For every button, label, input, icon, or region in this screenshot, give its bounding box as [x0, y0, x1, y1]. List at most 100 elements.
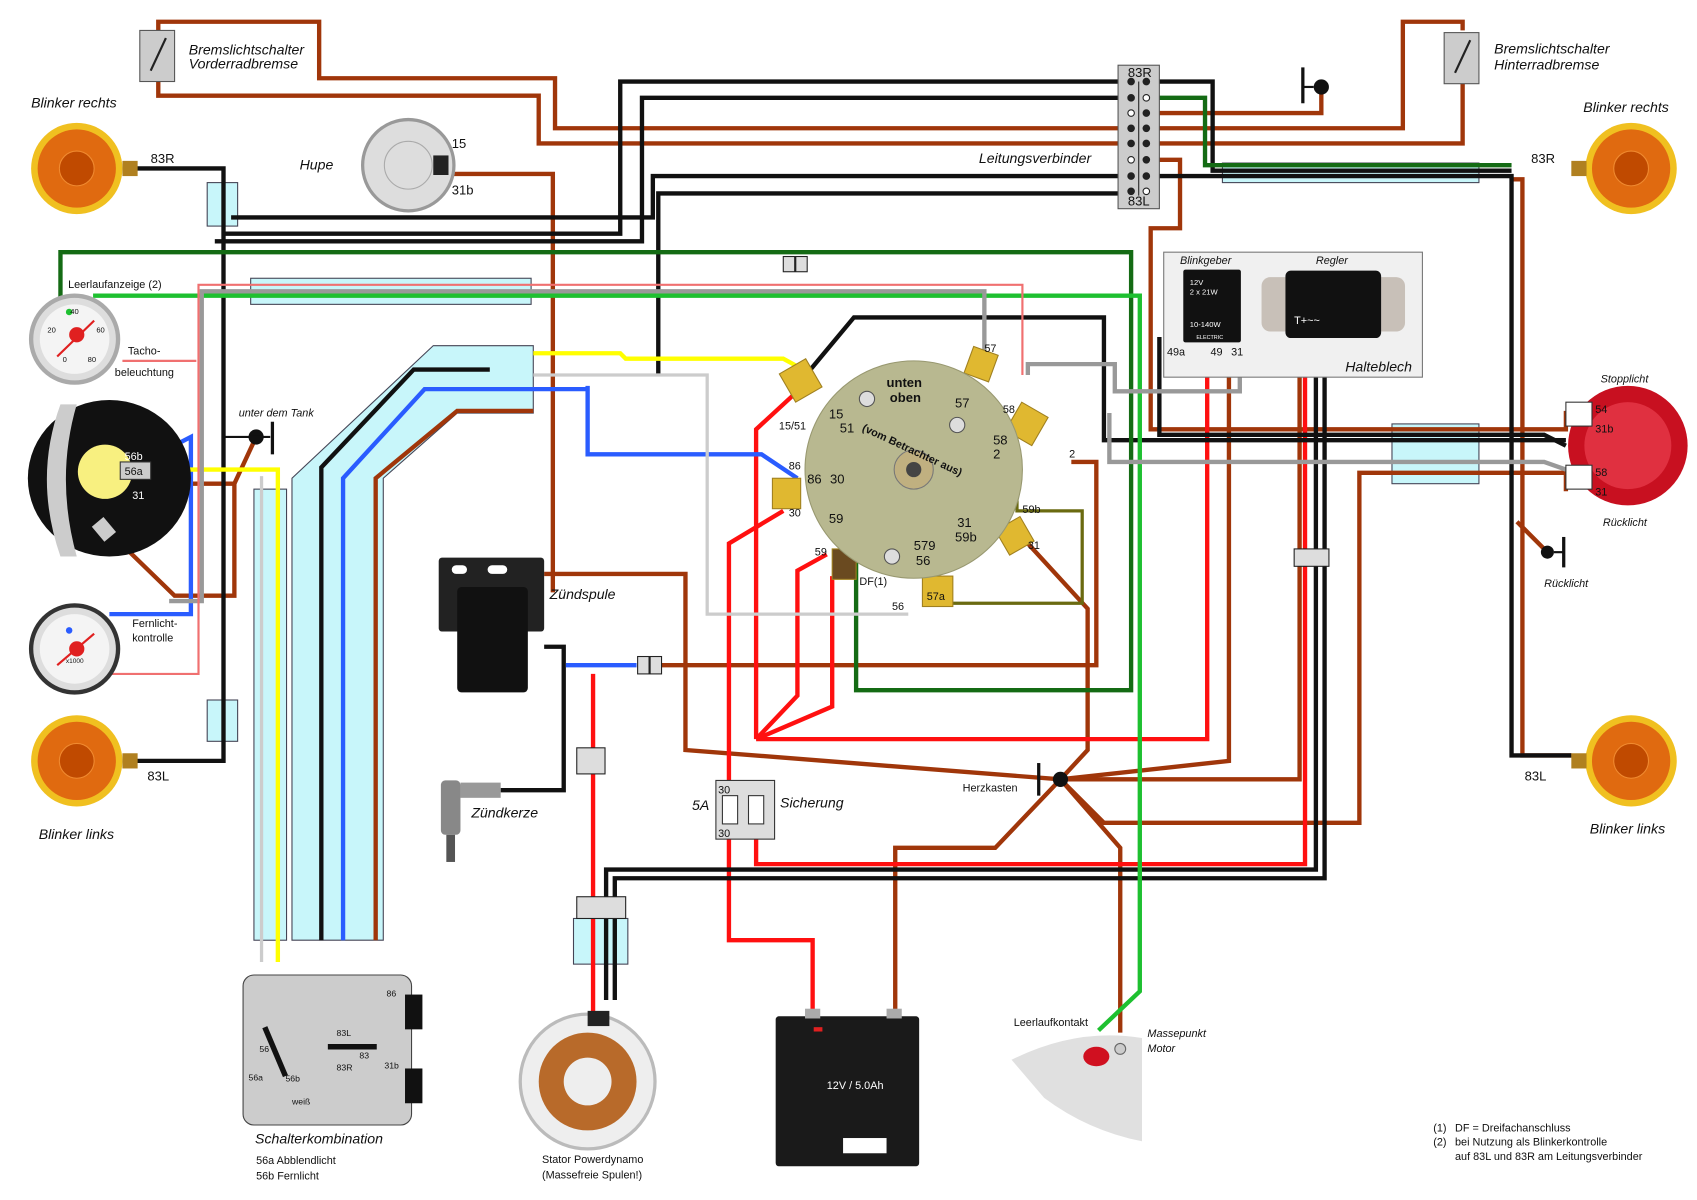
connector-2 [637, 655, 663, 675]
label: 56 [892, 601, 904, 613]
wire [1159, 79, 1512, 173]
label: 20 [47, 326, 55, 335]
wire [152, 467, 281, 962]
wire [131, 166, 226, 764]
label: Stopplicht [1601, 374, 1650, 386]
flasher-label: Blinkgeber [1180, 255, 1232, 267]
label: DF(1) [859, 576, 887, 588]
label: Rücklicht [1603, 517, 1648, 529]
label: (2) [1433, 1137, 1446, 1149]
wire [500, 644, 566, 793]
label: 83 [359, 1051, 369, 1061]
wire [533, 373, 909, 616]
label: 86 [789, 461, 801, 473]
label: Blinker links [39, 826, 114, 842]
label: 2 x 21W [1190, 288, 1219, 297]
label: 31 [1231, 346, 1243, 358]
label: 30 [789, 507, 801, 519]
wire [1148, 157, 1569, 432]
label: 2 [1069, 449, 1075, 461]
footnotes: (1)DF = Dreifachanschluss (2)bei Nutzung… [1433, 1123, 1642, 1163]
label: Zündspule [549, 586, 616, 602]
wire [232, 436, 259, 485]
label: 80 [88, 355, 96, 364]
wire [156, 19, 1132, 131]
label: T+~~ [1294, 315, 1320, 327]
label: 60 [96, 326, 104, 335]
wire [544, 571, 1061, 782]
spark-plug: Zündkerze [440, 780, 538, 862]
flasher-relay [1183, 269, 1241, 343]
label: 83R [1128, 65, 1152, 80]
wire [1159, 81, 1465, 146]
wire [231, 173, 1119, 220]
label: 0 [63, 355, 67, 364]
wire [753, 389, 799, 740]
label: 31b [384, 1060, 399, 1070]
label: 59 [829, 511, 844, 526]
label: 83L [1128, 193, 1150, 208]
headlight: 56b 56a 31 [27, 400, 191, 557]
label: 15/51 [779, 420, 806, 432]
horn: Hupe 15 31b [300, 117, 474, 213]
wire [726, 836, 815, 1011]
wire [1159, 95, 1512, 168]
blinker-right-front: Blinker rechts 83R [31, 95, 175, 215]
connector-4 [576, 896, 627, 920]
label: 86 [807, 472, 822, 487]
label: 83R [337, 1063, 353, 1073]
wire [319, 367, 490, 941]
wires [58, 19, 1572, 1033]
label: 30 [718, 784, 730, 796]
label: 40 [70, 307, 78, 316]
connector-block-label: Leitungsverbinder [979, 150, 1093, 166]
wire [156, 81, 1132, 146]
label: 56b [285, 1074, 300, 1084]
label: Blinker links [1590, 821, 1665, 837]
wire [756, 353, 1210, 742]
high-beam-indicator-gauge: x1000 Fernlicht- kontrolle [28, 603, 178, 695]
label: bei Nutzung als Blinkerkontrolle [1455, 1137, 1607, 1149]
blinker-left-rear: Blinker links 83L [1525, 715, 1677, 837]
idle-indicator-label: Leerlaufanzeige (2) [68, 279, 162, 291]
ignition-switch: unten oben (vom Betrachter aus) 57 58 2 … [771, 343, 1075, 613]
ground-icon: Rücklicht [1540, 536, 1589, 590]
label: 83L [1525, 768, 1547, 783]
wire [603, 336, 1319, 1000]
label: Sicherung [780, 795, 844, 811]
wire [656, 191, 1119, 375]
wire [223, 79, 1119, 236]
label: 31 [1028, 540, 1040, 552]
connector-block: 83R 83L Leitungsverbinder [979, 64, 1160, 210]
label: 58 [993, 433, 1008, 448]
label: DF = Dreifachanschluss [1455, 1123, 1571, 1135]
label: Tacho- [128, 345, 161, 357]
label: Motor [1147, 1043, 1175, 1055]
label: 31 [957, 515, 972, 530]
label: 59b [1022, 504, 1040, 516]
label: 56a [249, 1072, 264, 1082]
wire [808, 315, 1566, 443]
wire [1159, 173, 1572, 758]
label: oben [890, 390, 921, 405]
horn-label: Hupe [300, 157, 334, 173]
wire [1107, 413, 1567, 472]
wire [533, 351, 809, 374]
speedometer: 40 20 60 80 0 Leerlaufanzeige (2) Tacho-… [28, 279, 174, 385]
label: 12V / 5.0Ah [827, 1080, 884, 1092]
wire [373, 408, 534, 941]
label: 2 [993, 447, 1000, 462]
label: 56 [916, 553, 931, 568]
harness-tube [253, 488, 288, 941]
wire [169, 289, 987, 604]
wire [1515, 520, 1546, 551]
connector-5 [1293, 548, 1330, 567]
inline-connectors [576, 255, 1330, 920]
label: 31 [132, 490, 144, 502]
wire [1159, 92, 1324, 116]
label: 83L [147, 768, 169, 783]
label: beleuchtung [115, 367, 174, 379]
ground-icon: unter dem Tank [223, 407, 314, 455]
label: 57a [927, 591, 946, 603]
